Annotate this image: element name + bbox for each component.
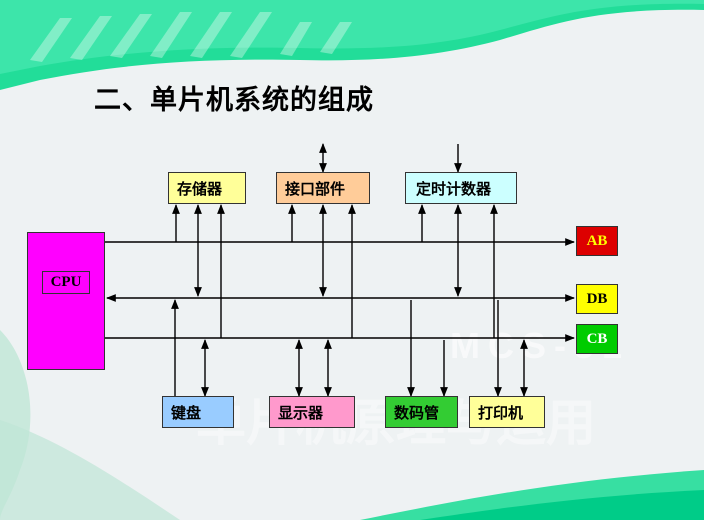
interface-block: 接口部件 [276,172,370,204]
printer-block: 打印机 [469,396,545,428]
data-bus-label: DB [576,284,618,314]
display-block: 显示器 [269,396,355,428]
address-bus-label: AB [576,226,618,256]
timer-block: 定时计数器 [405,172,517,204]
control-bus-label: CB [576,324,618,354]
cpu-label: CPU [41,271,91,294]
digit-tube-block: 数码管 [385,396,458,428]
slide-title: 二、单片机系统的组成 [94,85,374,116]
memory-block: 存储器 [168,172,246,204]
cpu-block: CPU [27,232,105,370]
keyboard-block: 键盘 [162,396,234,428]
